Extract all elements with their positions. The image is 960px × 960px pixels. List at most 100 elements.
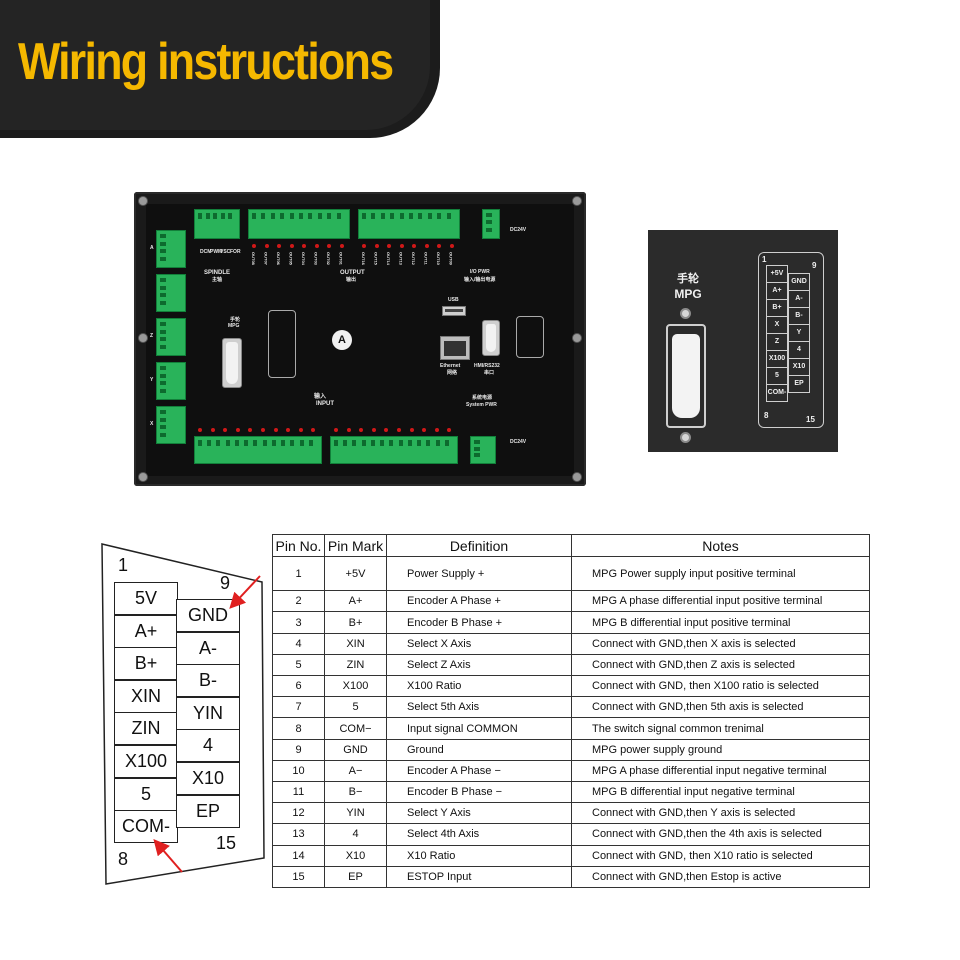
status-led	[223, 428, 228, 432]
pinout-outline	[101, 543, 265, 885]
cell-notes: MPG A phase differential input positive …	[571, 590, 870, 613]
cell-notes: Connect with GND,then Z axis is selected	[571, 653, 870, 677]
terminal-screw	[270, 213, 275, 219]
hmi-label-cn: 串口	[484, 370, 495, 376]
axis-letter: X	[150, 421, 154, 427]
zoom-pin-cell: X10	[788, 358, 810, 376]
pin-number-9: 9	[220, 573, 231, 593]
zoom-pin-cell: Z	[766, 333, 788, 351]
pin-number-1: 1	[118, 555, 129, 575]
cell-pin-mark: X10	[324, 844, 387, 867]
terminal-screw	[417, 440, 422, 446]
hmi-pin-box	[516, 316, 544, 358]
cell-pin-no: 14	[272, 844, 325, 867]
terminal-screw	[280, 213, 285, 219]
terminal-screw	[427, 213, 432, 219]
status-led	[397, 428, 401, 432]
cell-pin-mark: ZIN	[324, 653, 387, 677]
system-power-terminal	[470, 436, 496, 464]
output-pin-label: OUT08	[251, 252, 256, 265]
mpg-pin-box	[268, 310, 296, 378]
cell-definition: Encoder B Phase −	[386, 780, 572, 804]
axis-terminal-block	[156, 318, 186, 356]
table-header-row: Pin No. Pin Mark Definition Notes	[272, 534, 870, 557]
cell-pin-mark: 4	[324, 823, 387, 846]
header-pin-no: Pin No.	[272, 534, 325, 557]
cell-definition: Input signal COMMON	[386, 717, 572, 740]
axis-letter: A	[150, 245, 154, 251]
status-led	[198, 428, 202, 432]
terminal-screw	[327, 213, 332, 219]
terminal-screw	[160, 388, 166, 393]
zoom-corner-15: 15	[806, 415, 815, 424]
terminal-screw	[290, 440, 295, 446]
terminal-screw	[398, 440, 403, 446]
status-led	[409, 428, 414, 432]
cell-notes: The switch signal common trenimal	[571, 717, 870, 740]
output-label-cn: 输出	[346, 277, 357, 283]
cell-pin-no: 15	[272, 865, 325, 889]
terminal-screw	[160, 432, 166, 437]
terminal-screw	[160, 241, 166, 246]
spindle-label-cn: 主轴	[212, 277, 223, 283]
terminal-screw	[160, 373, 166, 378]
terminal-screw	[486, 213, 492, 217]
cell-definition: Power Supply +	[386, 555, 572, 592]
cell-pin-no: 1	[272, 555, 325, 592]
cell-notes: MPG Power supply input positive terminal	[571, 555, 870, 592]
terminal-screw	[370, 440, 375, 446]
ethernet-label-cn: 网络	[447, 370, 458, 376]
spindle-pin: DCM	[200, 249, 212, 255]
terminal-screw	[362, 213, 366, 219]
terminal-screw	[334, 440, 338, 446]
status-led	[273, 428, 278, 432]
header-notes: Notes	[571, 534, 870, 557]
status-led	[261, 428, 265, 432]
output-terminal-b	[358, 209, 460, 239]
axis-terminal-block	[156, 406, 186, 444]
spindle-pin: FOR	[230, 249, 241, 255]
terminal-screw	[271, 440, 276, 446]
status-led	[311, 428, 316, 432]
header-banner-panel: Wiring instructions	[0, 0, 430, 130]
connector-screw	[680, 432, 691, 443]
cell-pin-mark: X100	[324, 675, 387, 698]
terminal-screw	[474, 446, 480, 451]
screw	[573, 197, 581, 205]
status-led	[449, 244, 454, 248]
terminal-screw	[160, 337, 166, 341]
system-pwr-label-cn: 系统电源	[472, 395, 493, 401]
input-label: INPUT	[316, 401, 334, 407]
axis-letter: Z	[150, 333, 154, 339]
terminal-screw	[207, 440, 212, 446]
terminal-screw	[380, 440, 385, 446]
status-led	[374, 244, 379, 248]
status-led	[384, 428, 389, 432]
spindle-pin: PWM	[210, 249, 223, 255]
terminal-screw	[228, 213, 233, 219]
zoom-pin-cell: EP	[788, 375, 810, 393]
terminal-screw	[160, 285, 166, 290]
zoom-corner-9: 9	[812, 261, 817, 270]
status-led	[235, 428, 240, 432]
terminal-screw	[407, 440, 412, 446]
axis-terminal-block	[156, 274, 186, 312]
cell-pin-no: 6	[272, 675, 325, 698]
terminal-screw	[336, 213, 341, 219]
cell-notes: MPG A phase differential input negative …	[571, 759, 870, 782]
zoom-title: MPG	[674, 287, 702, 301]
zoom-pin-cell: B-	[788, 307, 810, 325]
output-label: OUTPUT	[340, 270, 365, 276]
screw	[573, 334, 581, 342]
gnd-arrow	[229, 575, 261, 609]
